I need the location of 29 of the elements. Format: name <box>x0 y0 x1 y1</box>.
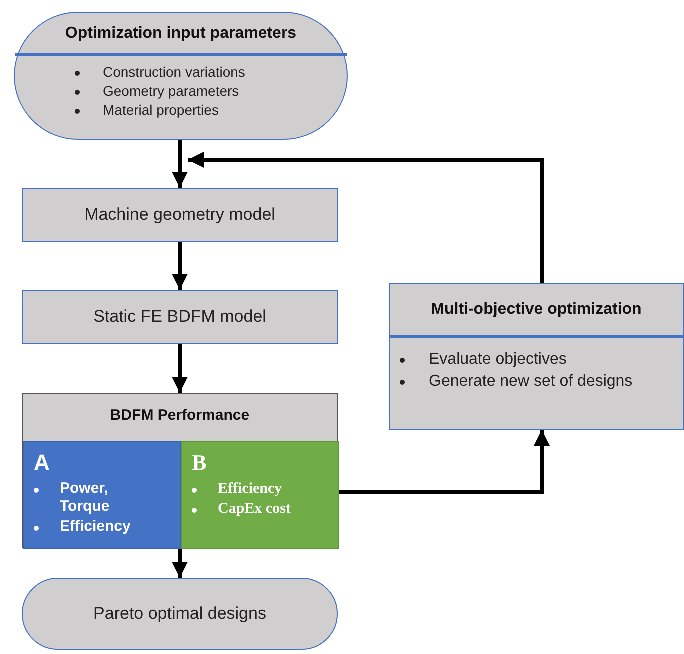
process-box <box>389 283 684 430</box>
list-item: Construction variations <box>103 64 246 80</box>
category-box <box>181 441 339 549</box>
box-label: Pareto optimal designs <box>92 603 268 625</box>
category-letter: B <box>191 449 208 476</box>
arrow <box>172 140 188 188</box>
category-box <box>23 441 181 549</box>
heading: BDFM Performance <box>109 406 251 426</box>
arrow <box>172 548 188 578</box>
list-item: Power, Torque <box>60 480 110 515</box>
heading: Multi-objective optimization <box>390 284 683 338</box>
process-box <box>22 290 338 344</box>
result-panel <box>22 393 338 548</box>
heading: Optimization input parameters <box>15 13 347 56</box>
list-item: CapEx cost <box>218 501 291 517</box>
list-item: Efficiency <box>218 481 282 497</box>
list-item: Geometry parameters <box>103 82 240 99</box>
arrow <box>172 242 188 290</box>
list-item: Evaluate objectives <box>429 351 567 368</box>
arrow <box>338 430 550 494</box>
process-box <box>22 188 338 242</box>
list-item: Efficiency <box>60 518 131 535</box>
box-label: Static FE BDFM model <box>92 306 268 328</box>
box-label: Machine geometry model <box>84 204 276 226</box>
list-item: Material properties <box>103 102 219 118</box>
category-letter: A <box>33 449 51 476</box>
list-item: Generate new set of designs <box>429 373 633 390</box>
arrow <box>172 344 188 393</box>
arrow <box>188 152 544 283</box>
